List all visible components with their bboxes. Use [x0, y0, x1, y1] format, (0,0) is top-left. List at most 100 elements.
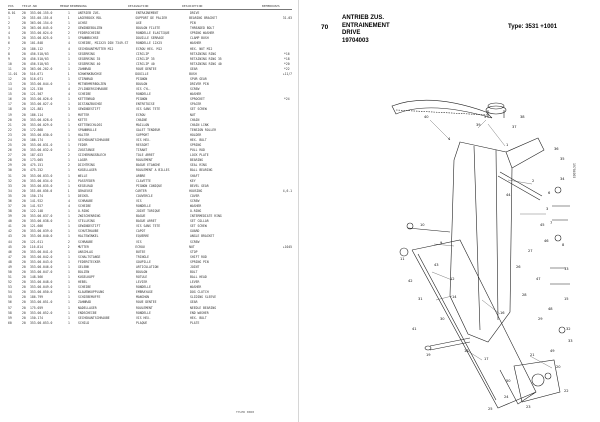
row-english: SET COLLAR — [190, 219, 209, 224]
row-qty-code: 20 — [22, 280, 26, 285]
row-qty-code: 20 — [22, 11, 26, 15]
row-english: SCREW — [190, 198, 200, 203]
row-german: SEGERRING 35 — [78, 56, 101, 61]
row-english: RETAINING RING 40 — [190, 61, 222, 66]
row-part-number: 353.00.053.0 — [30, 320, 53, 325]
row-qty-code: 20 — [22, 264, 26, 269]
row-french: VIS SANS TETE — [136, 107, 161, 112]
row-french: VIS CYL. — [136, 87, 151, 92]
row-english: STOP — [190, 249, 198, 254]
row-quantity: 4 — [68, 203, 70, 208]
row-french: RONDELLE 12X25 — [136, 41, 163, 46]
row-pos: 50 — [8, 269, 12, 274]
row-english: SPRING WASHER — [190, 31, 215, 36]
row-qty-code: 20 — [22, 77, 26, 82]
row-english: HEX. BOLT — [190, 137, 207, 142]
callout-number: 46 — [544, 239, 549, 243]
row-part-number: 148.566 — [30, 275, 44, 280]
row-qty-code: 20 — [22, 249, 26, 254]
row-qty-code: 20 — [22, 178, 26, 183]
row-french: CARTER — [135, 188, 147, 193]
row-qty-code: 20 — [22, 290, 26, 295]
callout-number: 5 — [484, 115, 486, 119]
row-english: CLAMP BUSH — [190, 36, 209, 41]
row-pos: 38 — [8, 209, 12, 214]
row-french: BOULON FILETE — [136, 26, 161, 31]
callout-number: 33 — [568, 339, 573, 343]
row-pos: 42 — [8, 229, 12, 234]
callout-number: 12 — [450, 277, 455, 281]
header-rule — [8, 9, 292, 10]
row-quantity: 1 — [68, 269, 70, 274]
title-line-german: ANTRIEB ZUS. — [342, 15, 384, 21]
row-french: PIGNON — [136, 77, 148, 82]
row-qty-code: 20 — [22, 102, 26, 107]
row-part-number: 353.00.034.0 — [30, 178, 53, 183]
row-german: ZAHNRAD — [78, 66, 92, 71]
row-qty-code: 20 — [22, 239, 26, 244]
row-pos: 13 — [8, 82, 12, 87]
callout-number: 14 — [452, 295, 457, 299]
row-french: ENTRAINEMENT — [136, 11, 159, 15]
row-quantity: 1 — [68, 61, 70, 66]
row-french: CIRCLIP 35 — [136, 56, 155, 61]
main-column-drawing — [449, 141, 513, 343]
row-french: BOULON — [136, 269, 148, 274]
callout-number: 17 — [484, 357, 489, 361]
row-german: DECKEL — [78, 193, 90, 198]
row-qty-code: 20 — [22, 259, 26, 264]
row-english: INTERMEDIATE RING — [190, 214, 222, 219]
parts-list-page: POS TEILE-NR MENGE BENENNUNG DESIGNATION… — [0, 0, 299, 422]
row-french: TIRANT — [136, 148, 148, 153]
row-qty-code: 20 — [21, 244, 26, 249]
row-german: ZYLINDERSCHRAUBE — [78, 87, 108, 92]
row-part-number: 456.510/03 — [30, 61, 49, 66]
row-french: CIRCLIP — [136, 51, 150, 56]
row-french: DOUILLE — [135, 71, 149, 76]
row-part-number: 353.00.052.0 — [30, 310, 53, 315]
row-quantity: 1 — [68, 51, 70, 56]
row-english: BOLT — [190, 269, 198, 274]
callout-number: 42 — [408, 279, 413, 283]
row-pos: 47 — [8, 254, 12, 259]
row-french: BUTEE — [136, 249, 146, 254]
row-pos: 34 — [8, 188, 12, 193]
parts-table-header: POS TEILE-NR MENGE BENENNUNG DESIGNATION… — [8, 4, 292, 8]
row-english: PIN — [190, 21, 196, 26]
row-qty-code: 20 — [22, 300, 26, 305]
row-qty-code: 20 — [22, 92, 26, 97]
row-qty-code: 20 — [22, 254, 26, 259]
callout-number: 47 — [536, 277, 541, 281]
row-pos: 17 — [8, 102, 12, 107]
row-part-number: 186.799 — [30, 295, 44, 300]
row-pos: 53 — [8, 285, 12, 290]
row-french: SUPPORT — [136, 132, 150, 137]
row-qty-code: 20 — [22, 193, 26, 198]
row-qty-code: 20 — [22, 36, 26, 41]
callout-number: 2 — [532, 179, 534, 183]
row-english: SPRING — [190, 143, 202, 148]
row-french: RONDELLE — [136, 203, 151, 208]
row-quantity: 1 — [68, 305, 70, 310]
row-qty-code: 20 — [22, 127, 26, 132]
row-part-number: 101.848 — [30, 41, 44, 46]
row-english: JOINT — [190, 264, 200, 269]
row-french: ROULEMENT A BILLES — [136, 168, 170, 173]
row-part-number: 187.023 — [30, 153, 44, 158]
callout-number: 19 — [426, 353, 431, 357]
row-part-number: 121.881 — [30, 107, 44, 112]
row-pos: 28 — [8, 158, 12, 163]
